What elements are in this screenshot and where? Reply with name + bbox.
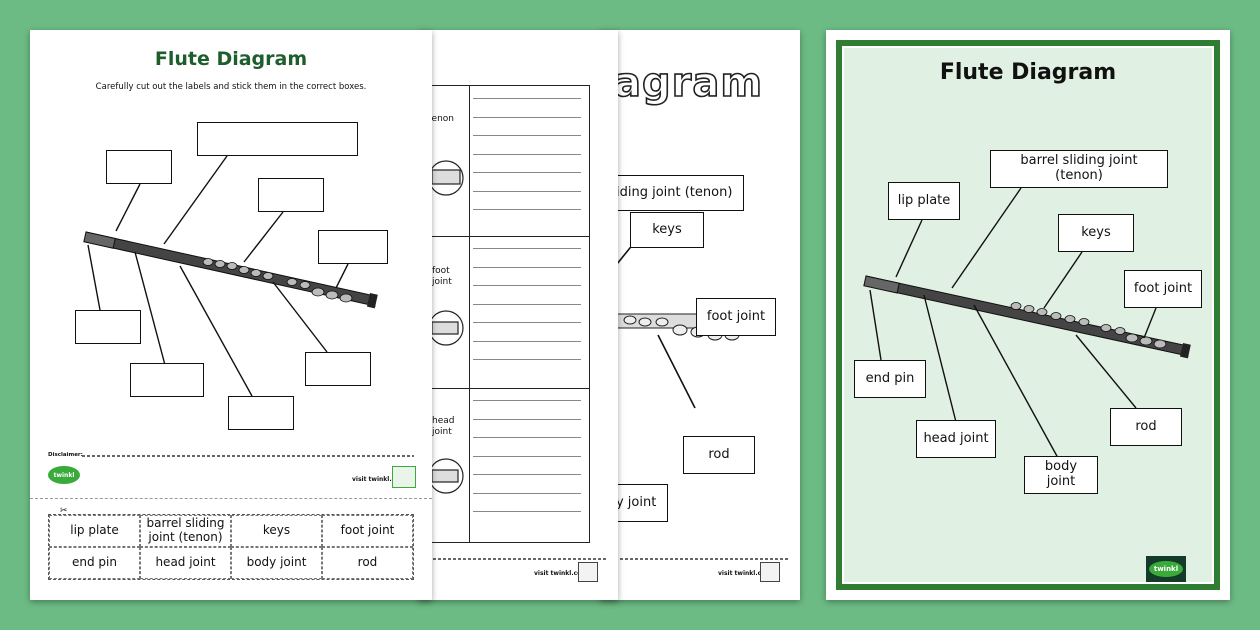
logo-text: twinkl bbox=[53, 471, 75, 479]
cut-line bbox=[30, 498, 432, 499]
poster-page: Flute Diagram lip plate bbox=[826, 30, 1230, 600]
flute-body bbox=[863, 275, 1191, 359]
flute-illustration bbox=[83, 155, 378, 397]
blank-label-box bbox=[197, 122, 358, 156]
visit-url: visit twinkl.com bbox=[718, 570, 772, 577]
page-title-fragment: agram bbox=[613, 59, 764, 107]
cut-out-labels: lip plate barrel sliding joint (tenon) k… bbox=[48, 514, 414, 580]
blank-label-box bbox=[258, 178, 324, 212]
poster-title: Flute Diagram bbox=[939, 60, 1117, 85]
label-rod: rod bbox=[683, 436, 755, 474]
flute-body bbox=[83, 231, 378, 309]
twinkl-logo: twinkl bbox=[1146, 556, 1186, 582]
blank-label-box bbox=[305, 352, 371, 386]
cut-label-tenon[interactable]: barrel sliding joint (tenon) bbox=[140, 515, 231, 547]
label-rod: rod bbox=[1110, 408, 1182, 446]
worksheet-page-1: Flute Diagram Carefully cut out the labe… bbox=[30, 30, 432, 600]
label-keys: keys bbox=[1058, 214, 1134, 252]
cut-label-body-joint[interactable]: body joint bbox=[231, 547, 322, 579]
writing-lines-3 bbox=[473, 400, 581, 530]
blank-label-box bbox=[228, 396, 294, 430]
page-title: Flute Diagram bbox=[154, 48, 308, 70]
visit-url: visit twinkl.com bbox=[352, 476, 406, 483]
cut-label-foot-joint[interactable]: foot joint bbox=[322, 515, 413, 547]
blank-label-box bbox=[318, 230, 388, 264]
blank-label-box bbox=[75, 310, 141, 344]
flute-illustration bbox=[863, 187, 1191, 459]
badge-icon bbox=[578, 562, 598, 582]
leader-lines bbox=[87, 155, 349, 397]
disclaimer-lead: Disclaimer: bbox=[48, 452, 83, 458]
writing-lines-2 bbox=[473, 248, 581, 378]
worksheet-page-2: tenon foot joint head joint visit twinkl… bbox=[418, 30, 618, 600]
logo-text: twinkl bbox=[1153, 565, 1179, 573]
scissors-icon: ✂ bbox=[60, 506, 68, 516]
badge-icon bbox=[760, 562, 780, 582]
writing-lines-1 bbox=[473, 98, 581, 228]
label-foot-joint: foot joint bbox=[696, 298, 776, 336]
label-foot-joint: foot joint bbox=[1124, 270, 1202, 308]
poster-inner-border bbox=[842, 46, 1214, 584]
cut-label-end-pin[interactable]: end pin bbox=[49, 547, 140, 579]
cut-label-lip-plate[interactable]: lip plate bbox=[49, 515, 140, 547]
visit-url: visit twinkl.com bbox=[534, 570, 588, 577]
row-label-head-joint: head joint bbox=[432, 416, 455, 437]
footer-divider bbox=[428, 558, 608, 560]
blank-label-box bbox=[130, 363, 204, 397]
cut-label-rod[interactable]: rod bbox=[322, 547, 413, 579]
footer-divider bbox=[610, 558, 790, 560]
row-label-tenon: tenon bbox=[428, 114, 454, 124]
label-head-joint: head joint bbox=[916, 420, 996, 458]
flute-part-illustrations bbox=[428, 160, 464, 494]
label-keys: keys bbox=[630, 212, 704, 248]
twinkl-logo: twinkl bbox=[48, 466, 80, 484]
label-lip-plate: lip plate bbox=[888, 182, 960, 220]
cut-label-keys[interactable]: keys bbox=[231, 515, 322, 547]
label-body-joint: body joint bbox=[1024, 456, 1098, 494]
disclaimer-text bbox=[82, 455, 414, 457]
row-label-foot-joint: foot joint bbox=[432, 266, 452, 287]
leader-lines bbox=[869, 187, 1157, 459]
label-end-pin: end pin bbox=[854, 360, 926, 398]
blank-label-box bbox=[106, 150, 172, 184]
label-barrel-sliding-joint: barrel sliding joint (tenon) bbox=[990, 150, 1168, 188]
instruction-text: Carefully cut out the labels and stick t… bbox=[95, 82, 367, 92]
badge-icon bbox=[392, 466, 416, 488]
logo-bubble: twinkl bbox=[1149, 561, 1183, 577]
label-tenon: sliding joint (tenon) bbox=[600, 175, 744, 211]
cut-label-head-joint[interactable]: head joint bbox=[140, 547, 231, 579]
worksheet-page-3: agram sliding joint (tenon) keys foot jo… bbox=[600, 30, 800, 600]
